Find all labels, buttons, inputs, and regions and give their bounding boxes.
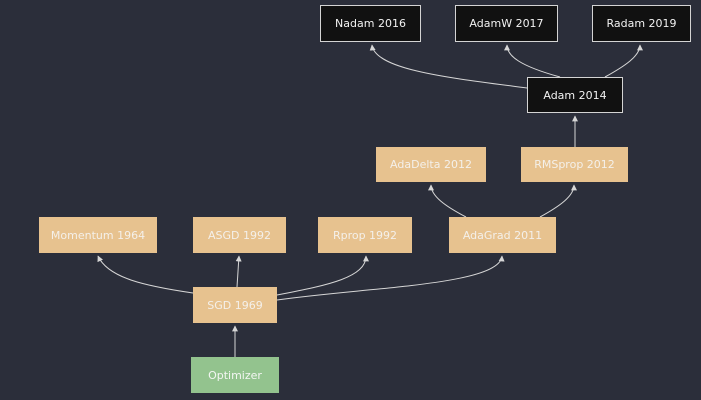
node-asgd: ASGD 1992 (193, 217, 286, 253)
node-adadelta: AdaDelta 2012 (376, 147, 486, 182)
node-optimizer: Optimizer (191, 357, 279, 393)
edge-adam-to-nadam (369, 44, 528, 89)
edge-sgd-to-adagrad (276, 255, 505, 301)
edge-adagrad-to-adadelta (428, 184, 467, 218)
edge-adagrad-to-rmsprop (539, 184, 577, 218)
edge-sgd-to-rprop (276, 255, 369, 296)
edge-adam-to-adamw (504, 44, 561, 78)
node-adagrad: AdaGrad 2011 (449, 217, 556, 253)
node-radam: Radam 2019 (592, 5, 691, 42)
node-momentum: Momentum 1964 (39, 217, 157, 253)
node-adam: Adam 2014 (527, 77, 623, 113)
node-rprop: Rprop 1992 (318, 217, 412, 253)
node-adamw: AdamW 2017 (455, 5, 558, 42)
node-nadam: Nadam 2016 (320, 5, 421, 42)
node-rmsprop: RMSprop 2012 (521, 147, 628, 182)
edge-adam-to-radam (604, 44, 643, 78)
node-sgd: SGD 1969 (193, 287, 277, 323)
edge-sgd-to-momentum (97, 255, 194, 294)
edge-sgd-to-asgd (235, 255, 242, 288)
